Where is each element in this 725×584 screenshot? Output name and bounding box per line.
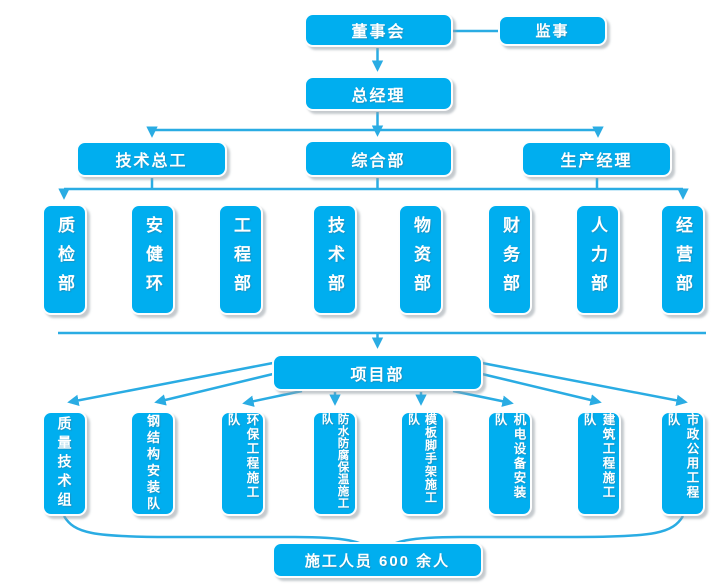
team-node-6: 建筑工程施工队 <box>576 411 621 516</box>
team-node-4-label: 模板脚手架施工队 <box>406 413 438 504</box>
dept-node-1-label: 安健环 <box>143 216 162 303</box>
team-node-1-label: 钢结构安装队 <box>145 414 160 513</box>
dept-node-2: 工程部 <box>218 204 263 315</box>
node-workers: 施工人员 600 余人 <box>272 542 483 578</box>
dept-node-1: 安健环 <box>130 204 175 315</box>
node-supervisor: 监事 <box>498 15 607 46</box>
team-node-3: 防水防腐保温施工队 <box>312 411 357 516</box>
dept-node-0-label: 质检部 <box>55 216 74 303</box>
team-node-0: 质量技术组 <box>42 411 87 516</box>
team-node-5: 机电设备安装队 <box>487 411 532 516</box>
node-general-manager-label: 总经理 <box>351 87 406 105</box>
node-production-manager: 生产经理 <box>521 141 672 177</box>
dept-node-2-label: 工程部 <box>231 216 250 303</box>
dept-node-4: 物资部 <box>398 204 443 315</box>
node-general-office: 综合部 <box>304 140 453 177</box>
node-chief-engineer-label: 技术总工 <box>115 153 188 170</box>
node-general-office-label: 综合部 <box>351 152 406 170</box>
node-workers-label: 施工人员 600 余人 <box>304 552 451 570</box>
team-node-2: 环保工程施工队 <box>220 411 265 516</box>
team-node-0-label: 质量技术组 <box>56 416 73 511</box>
dept-node-3: 技术部 <box>312 204 357 315</box>
node-general-manager: 总经理 <box>304 76 453 111</box>
dept-node-5-label: 财务部 <box>500 216 519 303</box>
node-supervisor-label: 监事 <box>535 23 570 40</box>
dept-node-7-label: 经营部 <box>673 216 692 303</box>
dept-node-6: 人力部 <box>575 204 620 315</box>
node-production-manager-label: 生产经理 <box>560 153 633 170</box>
dept-node-0: 质检部 <box>42 204 87 315</box>
team-node-6-label: 建筑工程施工队 <box>581 413 615 500</box>
dept-node-4-label: 物资部 <box>411 216 430 303</box>
node-chief-engineer: 技术总工 <box>76 141 227 177</box>
team-node-1: 钢结构安装队 <box>130 411 175 516</box>
team-node-3-label: 防水防腐保温施工队 <box>320 413 349 509</box>
dept-node-3-label: 技术部 <box>325 216 344 303</box>
node-project-dept: 项目部 <box>272 354 483 391</box>
node-project-dept-label: 项目部 <box>350 366 405 384</box>
team-node-7-label: 市政公用工程队 <box>665 413 699 500</box>
dept-node-7: 经营部 <box>660 204 705 315</box>
team-node-7: 市政公用工程队 <box>660 411 705 516</box>
dept-node-5: 财务部 <box>487 204 532 315</box>
node-board: 董事会 <box>304 13 453 47</box>
team-node-4: 模板脚手架施工队 <box>400 411 445 516</box>
team-node-5-label: 机电设备安装队 <box>492 413 526 500</box>
team-node-2-label: 环保工程施工队 <box>225 413 259 500</box>
dept-node-6-label: 人力部 <box>588 216 607 303</box>
node-board-label: 董事会 <box>351 24 406 41</box>
